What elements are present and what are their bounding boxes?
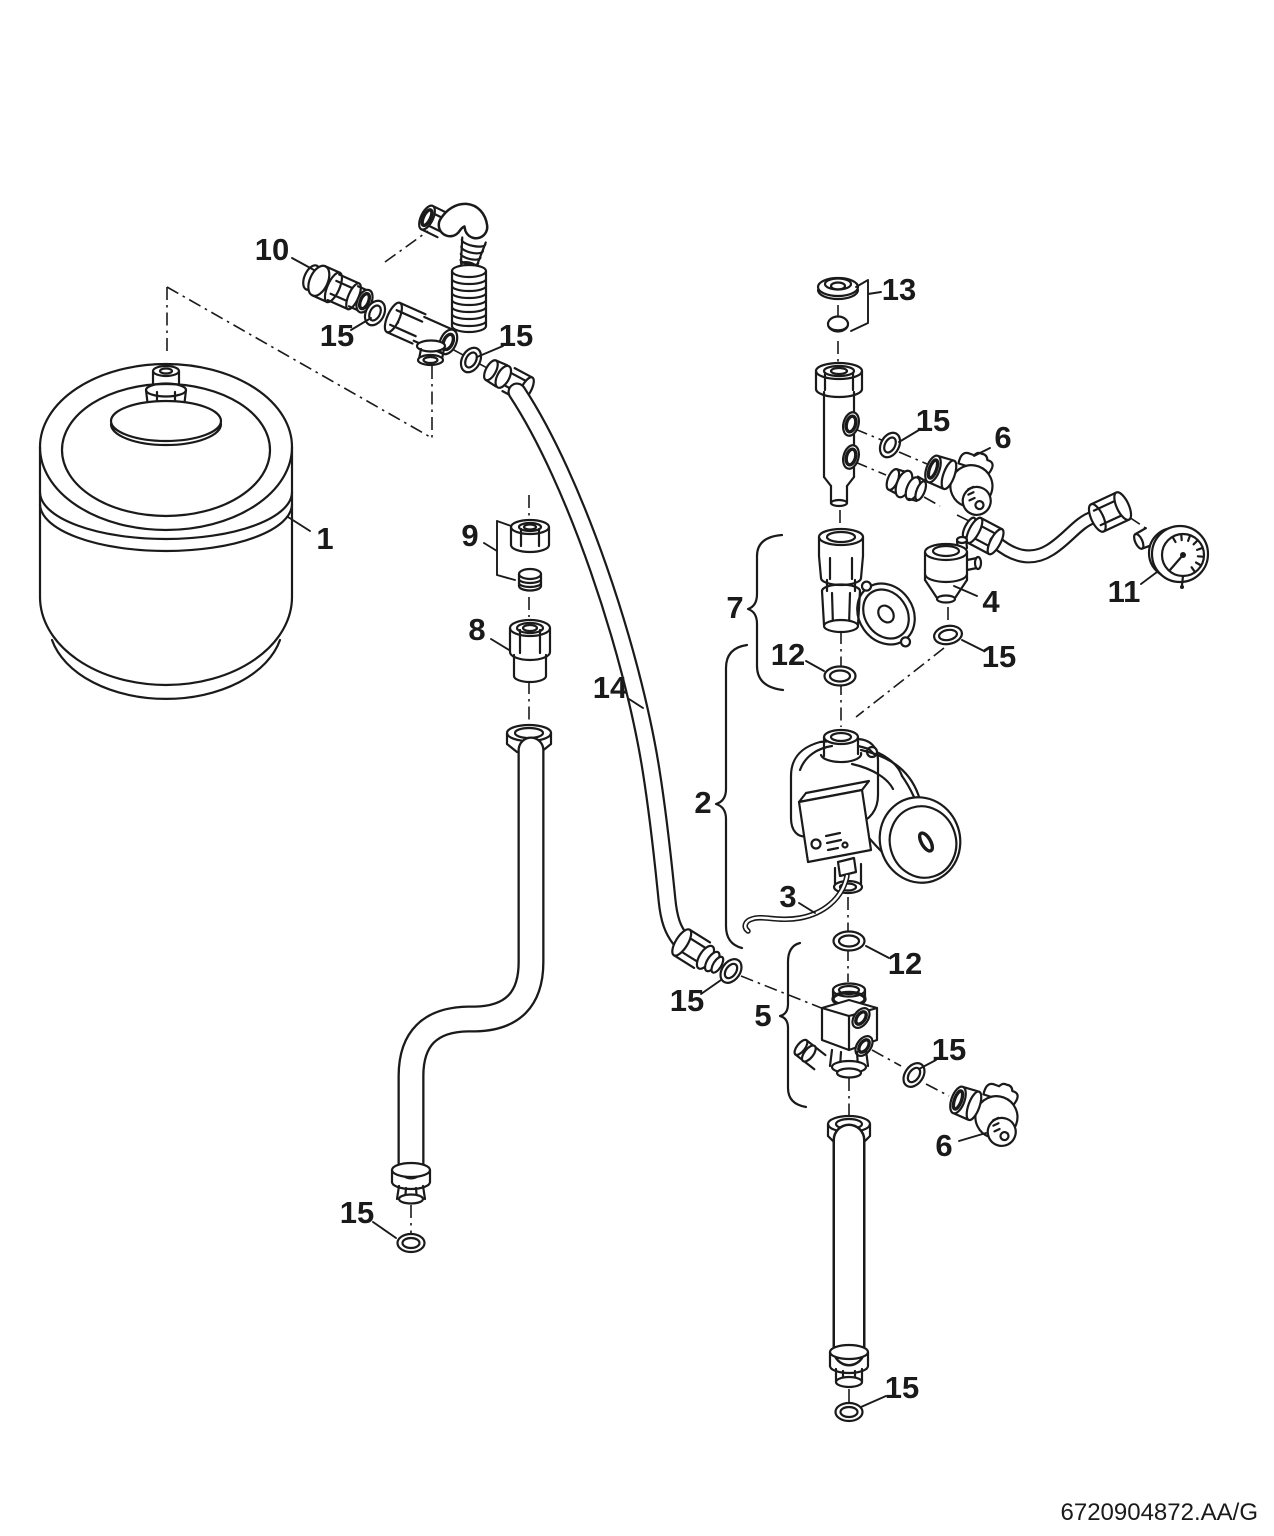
- callout-part-6-lower: 6: [935, 1128, 952, 1163]
- seal-15-ring-right-of-valve: [902, 1062, 926, 1088]
- part-3-cable: [742, 873, 850, 934]
- three-way-valve: [793, 982, 879, 1079]
- callout-part-14: 14: [593, 670, 628, 705]
- callout-leader-lines: [287, 257, 1158, 1408]
- part-1-expansion-vessel: [38, 362, 294, 700]
- callout-part-13: 13: [882, 272, 916, 307]
- callout-part-6-upper: 6: [994, 420, 1011, 455]
- seal-15-ring-upper-right: [878, 431, 902, 459]
- callout-part-1: 1: [316, 521, 333, 556]
- callout-seal-15-f: 15: [932, 1032, 966, 1067]
- seal-15-ring-mid-left: [719, 958, 743, 984]
- callout-seal-15-b: 15: [499, 318, 533, 353]
- elbow-hose-fitting: [418, 202, 489, 270]
- callout-part-11: 11: [1108, 574, 1141, 609]
- callout-seal-15-e: 15: [670, 983, 704, 1018]
- callout-seal-12-b: 12: [888, 946, 922, 981]
- callout-part-9: 9: [461, 518, 478, 553]
- callout-part-4: 4: [982, 584, 1000, 619]
- callout-part-3: 3: [779, 879, 796, 914]
- callout-labels: 10 15 15 1 9 8 14 13 15 6 4 11 15 7 12 2…: [255, 232, 1141, 1405]
- callout-seal-15-d: 15: [982, 639, 1016, 674]
- callout-seal-15-a: 15: [320, 318, 354, 353]
- callout-seal-12-a: 12: [771, 637, 805, 672]
- callout-part-8: 8: [468, 612, 485, 647]
- bottom-connection-pipe: [826, 1114, 872, 1389]
- seal-15-ring-bottom-right: [834, 1401, 864, 1423]
- part-4-air-vent: [923, 535, 983, 604]
- part-8-adapter: [508, 618, 552, 684]
- callout-part-10: 10: [255, 232, 289, 267]
- callout-seal-15-g: 15: [340, 1195, 374, 1230]
- air-separator-manifold: [814, 361, 864, 508]
- group-braces: [714, 533, 808, 1109]
- left-connection-pipe: [390, 723, 553, 1205]
- threaded-nipple: [450, 263, 488, 334]
- seal-15-ring-top-mid: [459, 346, 483, 374]
- part-6-valve-upper: [915, 435, 1008, 521]
- seal-12-ring-upper: [823, 665, 857, 687]
- seal-12-ring-lower: [832, 930, 866, 952]
- part-13-seals: [816, 276, 860, 333]
- seal-15-ring-bottom-left: [396, 1232, 426, 1254]
- part-11-pressure-gauge: [1133, 524, 1210, 589]
- document-number: 6720904872.AA/G: [1061, 1499, 1259, 1526]
- part-10-fitting: [302, 264, 374, 314]
- part-6-valve-lower: [940, 1066, 1033, 1152]
- callout-group-2: 2: [694, 785, 711, 820]
- tee-fitting: [383, 301, 459, 367]
- pump: [789, 728, 962, 895]
- callout-seal-15-h: 15: [885, 1370, 919, 1405]
- seal-15-ring-below-4: [933, 624, 963, 646]
- gauge-pipe: [961, 491, 1133, 564]
- callout-group-5: 5: [754, 998, 771, 1033]
- part-14-pipe: [483, 359, 725, 974]
- callout-seal-15-c: 15: [916, 403, 950, 438]
- union-adapter: [885, 468, 928, 503]
- part-9-nut-olive: [509, 518, 551, 592]
- part-7-safety-valve: [817, 527, 916, 648]
- callout-group-7: 7: [726, 590, 743, 625]
